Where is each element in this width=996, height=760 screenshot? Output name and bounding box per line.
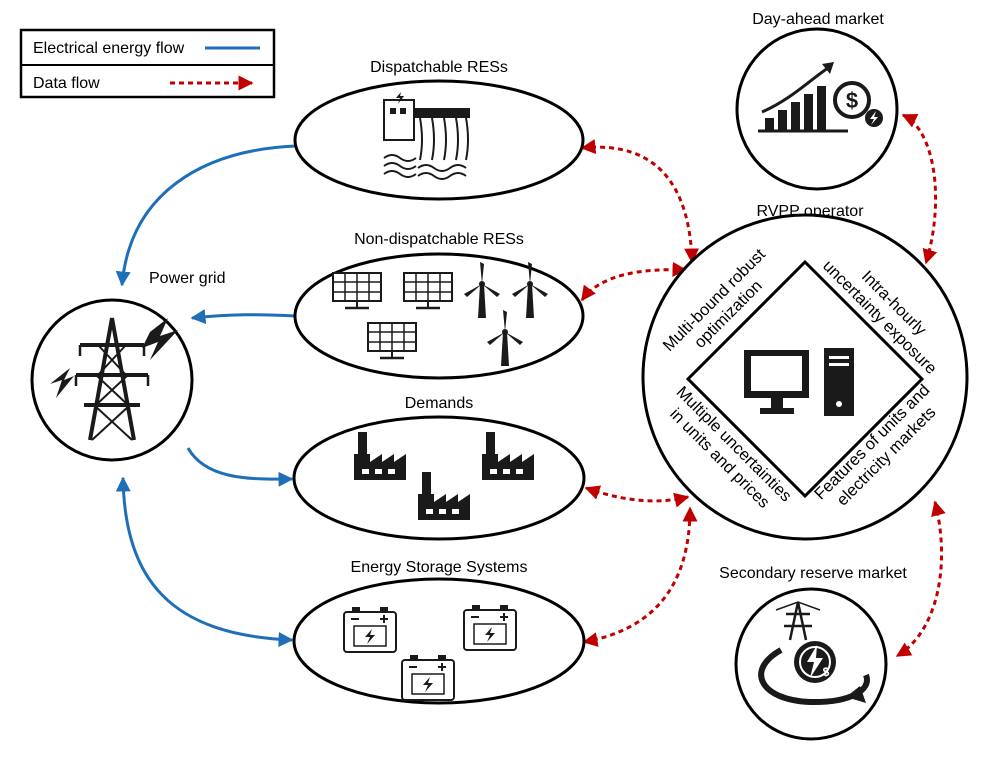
energy-flow-dispatchable-to-grid (115, 144, 297, 287)
demands-title: Demands (405, 395, 473, 412)
data-flow-storage (582, 506, 698, 647)
storage-title: Energy Storage Systems (351, 559, 528, 576)
battery-icon (401, 654, 455, 701)
power-grid-title: Power grid (149, 270, 225, 287)
dispatchable-title: Dispatchable RESs (370, 59, 508, 76)
data-flow-secondary-reserve (895, 500, 946, 658)
data-flow-demands (584, 485, 690, 508)
legend-electrical-label: Electrical energy flow (33, 40, 185, 57)
non-dispatchable-title: Non-dispatchable RESs (354, 231, 524, 248)
day-ahead-title: Day-ahead market (752, 11, 884, 28)
legend: Electrical energy flow Data flow (19, 28, 276, 99)
computer-icon (744, 348, 854, 416)
secondary-reserve-title: Secondary reserve market (719, 565, 907, 582)
data-flow-day-ahead (901, 113, 938, 265)
transmission-tower-icon (50, 317, 178, 441)
svg-text:$: $ (823, 665, 830, 679)
reserve-cycle-icon: $ (758, 601, 870, 706)
data-flow-dispatchable (580, 139, 700, 264)
battery-icon (463, 604, 517, 651)
svg-text:$: $ (846, 88, 858, 113)
data-flow-nondispatchable (580, 261, 688, 302)
energy-flow-grid-to-demands (186, 447, 294, 487)
energy-flow-nondispatchable-to-grid (190, 309, 297, 325)
dispatchable-node (293, 79, 585, 201)
legend-data-label: Data flow (33, 75, 100, 92)
battery-icon (343, 606, 397, 653)
market-growth-icon: $ (758, 62, 883, 133)
demands-node (292, 415, 586, 541)
hydro-dam-icon (383, 92, 470, 180)
energy-flow-grid-storage (115, 476, 294, 647)
